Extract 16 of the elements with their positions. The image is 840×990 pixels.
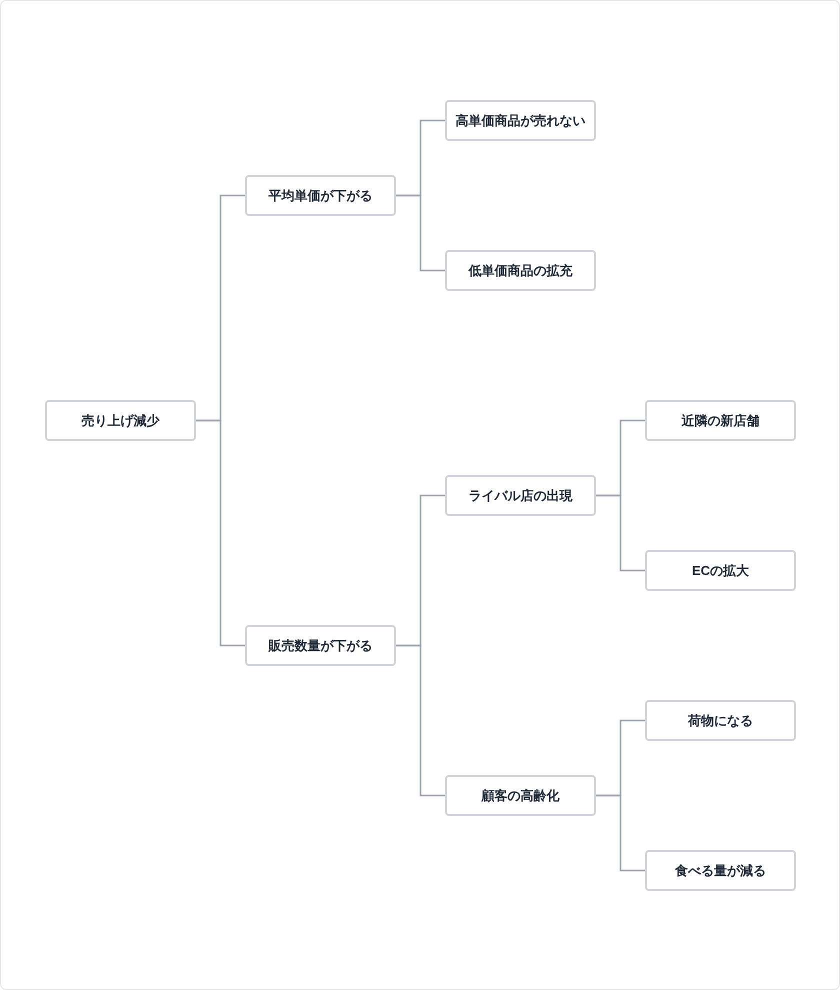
- tree-node-box: 荷物になる: [645, 700, 796, 741]
- tree-node-box: ECの拡大: [645, 550, 796, 591]
- tree-node-box: 低単価商品の拡充: [445, 250, 596, 291]
- connector-line: [596, 494, 645, 572]
- tree-node-box: 近隣の新店舗: [645, 400, 796, 441]
- tree-node-box: 高単価商品が売れない: [445, 100, 596, 141]
- tree-node-box: 顧客の高齢化: [445, 775, 596, 816]
- connector-line: [396, 644, 445, 796]
- connector-line: [596, 794, 645, 872]
- connector-line: [396, 194, 445, 272]
- tree-node-box: ライバル店の出現: [445, 475, 596, 516]
- tree-node-box: 平均単価が下がる: [245, 175, 396, 216]
- connector-line: [196, 420, 245, 646]
- tree-node-box: 食べる量が減る: [645, 850, 796, 891]
- tree-node-box: 売り上げ減少: [45, 400, 196, 441]
- tree-node-box: 販売数量が下がる: [245, 625, 396, 666]
